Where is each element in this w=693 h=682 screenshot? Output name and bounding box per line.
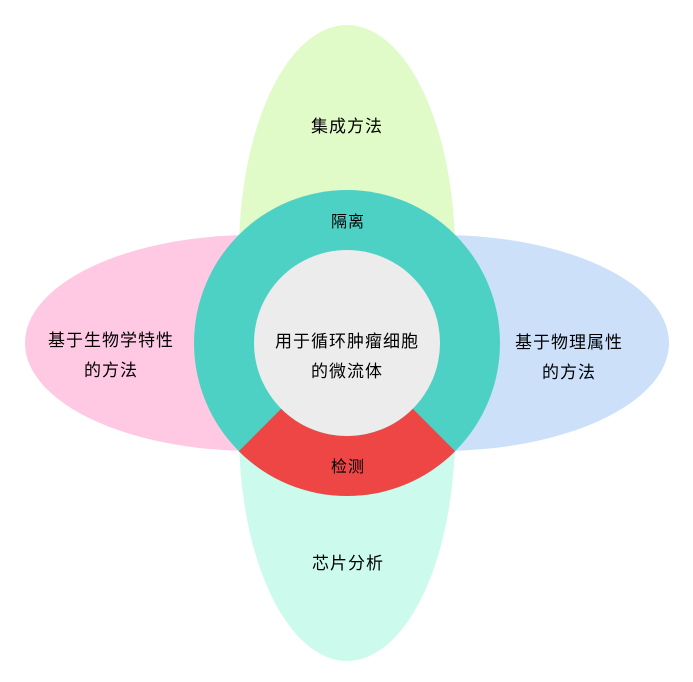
physical-methods-line1: 基于物理属性 [515,333,623,352]
biological-methods-line1: 基于生物学特性 [48,331,174,350]
biological-methods-label: 基于生物学特性 的方法 [48,326,174,386]
integration-methods-label: 集成方法 [311,117,383,136]
detection-label: 检测 [330,459,366,476]
physical-methods-line2: 的方法 [542,363,596,382]
center-text-line1: 用于循环肿瘤细胞 [275,332,419,351]
biological-methods-line2: 的方法 [84,361,138,380]
chip-analysis-label: 芯片分析 [312,554,384,573]
center-text: 用于循环肿瘤细胞 的微流体 [275,327,419,387]
center-circle [254,250,440,436]
detection-wedge [238,408,456,497]
isolation-label: 隔离 [330,214,366,231]
center-text-line2: 的微流体 [311,362,383,381]
physical-methods-label: 基于物理属性 的方法 [515,328,623,388]
